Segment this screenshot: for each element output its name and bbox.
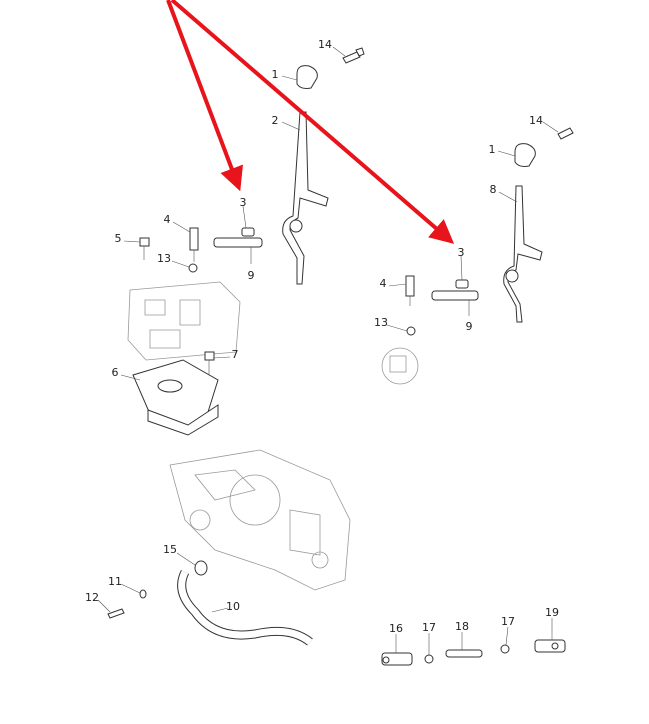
red-arrow-left [166,0,243,192]
callout-17: 17 [422,621,436,634]
ball-joint-3-right [455,279,469,289]
callout-3-right: 3 [458,246,465,259]
callout-12: 12 [85,591,99,604]
lever-2 [282,111,329,285]
callout-13: 13 [157,252,171,265]
callout-15: 15 [163,543,177,556]
callout-14-right: 14 [529,114,543,127]
callout-6: 6 [112,366,119,379]
plate-6 [132,359,219,436]
callout-7: 7 [232,348,239,361]
callout-17-b: 17 [501,615,515,628]
nut-17-a [424,654,434,664]
callout-10: 10 [226,600,240,613]
pin-4-left [189,227,199,262]
callout-19: 19 [545,606,559,619]
callout-3: 3 [240,196,247,209]
lever-8 [503,185,543,323]
knob-1-left [296,65,318,89]
transmission-housing [169,449,351,591]
callout-18: 18 [455,620,469,633]
bushing-left [289,219,303,233]
knob-1-right [514,143,536,167]
leader-lines [97,46,559,655]
callout-2: 2 [272,114,279,127]
rod-18 [445,649,483,658]
valve-block [127,281,241,361]
clevis-16 [381,652,413,666]
nut-13-right [406,326,416,336]
callout-9: 9 [248,269,255,282]
hose-10 [177,569,313,646]
rod-end-9-left [213,237,263,248]
callout-labels: 14 1 2 3 4 5 13 9 7 6 15 11 12 10 14 1 8… [85,38,559,635]
screw-14-left [342,47,365,64]
red-arrow-right [170,0,455,244]
valve-detail-circle [381,347,419,385]
bolt-12 [107,608,125,619]
callout-13-right: 13 [374,316,388,329]
clevis-19 [534,639,566,653]
callout-4-right: 4 [380,277,387,290]
callout-8: 8 [490,183,497,196]
callout-11: 11 [108,575,122,588]
bolt-7 [204,351,215,375]
red-arrows [166,0,455,244]
rod-end-9-right [431,290,479,301]
callout-1: 1 [272,68,279,81]
pin-4-right [405,275,415,306]
callout-9-right: 9 [466,320,473,333]
o-ring-15 [194,560,208,576]
callout-14: 14 [318,38,332,51]
callout-16: 16 [389,622,403,635]
washer-11 [139,589,147,599]
screw-14-right [557,127,574,140]
bushing-right [505,269,519,283]
nut-13-left [188,263,198,273]
callout-5: 5 [115,232,122,245]
ball-joint-3-left [241,227,255,237]
callout-1-right: 1 [489,143,496,156]
callout-4: 4 [164,213,171,226]
nut-17-b [500,644,510,654]
bolt-5 [139,237,150,260]
